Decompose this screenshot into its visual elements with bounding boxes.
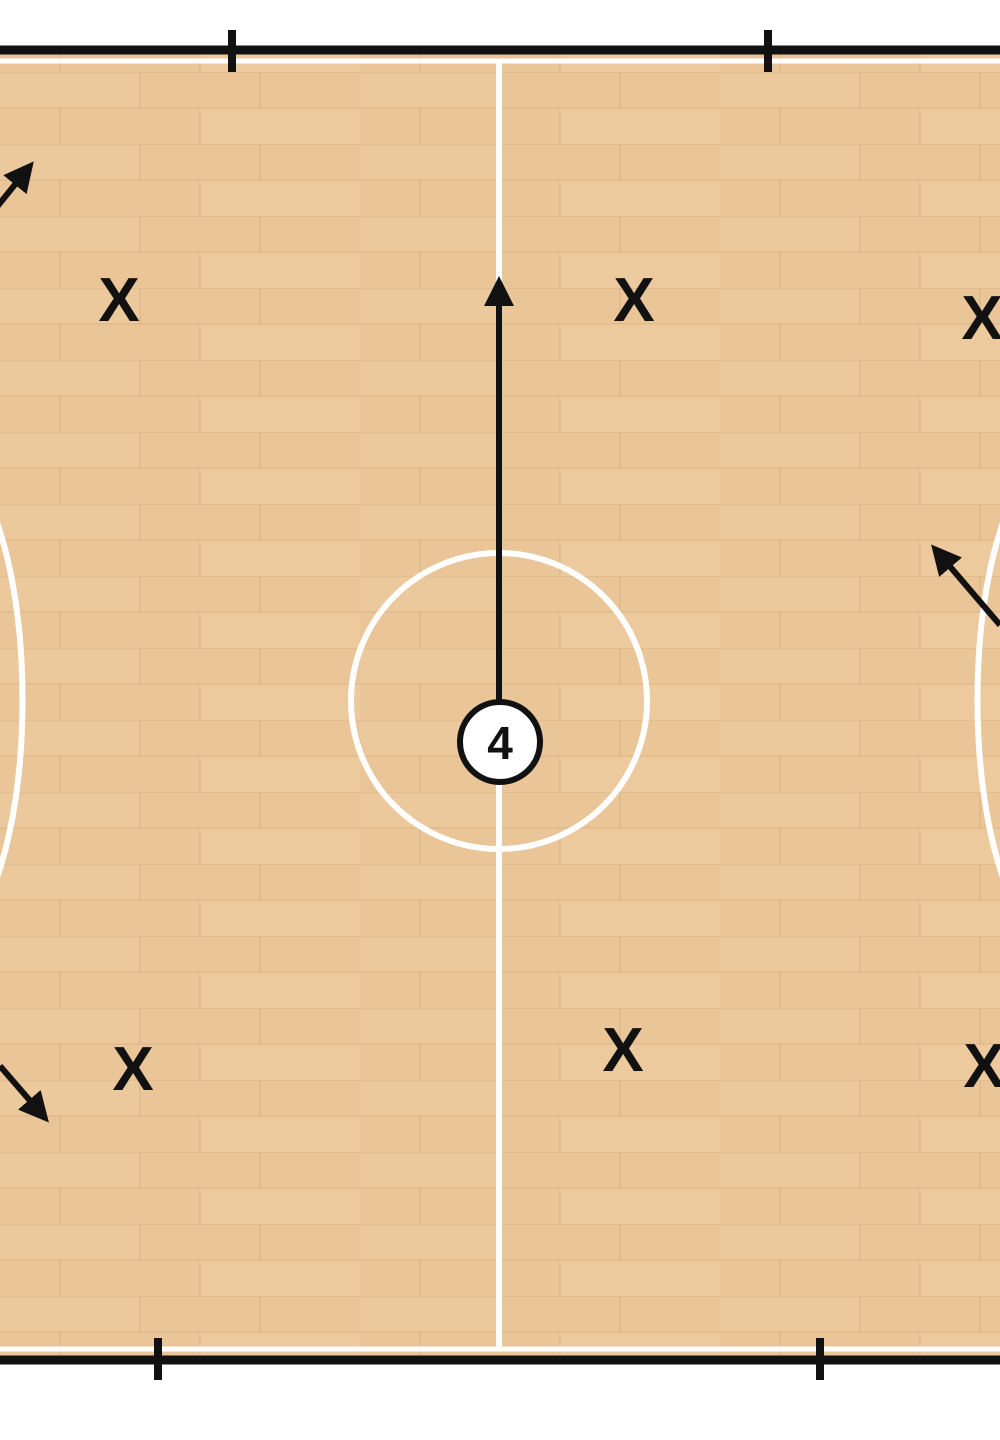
- player-number: 4: [487, 717, 513, 769]
- run-arrow-right: [931, 544, 1000, 627]
- defender-marker: X: [112, 1035, 153, 1104]
- defender-marker: X: [613, 266, 654, 335]
- right-goal-arc: [974, 522, 1000, 878]
- defender-marker: X: [602, 1016, 643, 1085]
- left-goal-arc: [0, 522, 26, 878]
- defender-marker: X: [961, 284, 1000, 353]
- defender-marker: X: [963, 1032, 1000, 1101]
- defender-marker: X: [98, 266, 139, 335]
- player-token: 4: [457, 699, 543, 785]
- player-circle: [457, 699, 543, 785]
- run-arrow-top-left: [0, 161, 34, 208]
- run-arrow-bottom-left: [0, 1064, 49, 1123]
